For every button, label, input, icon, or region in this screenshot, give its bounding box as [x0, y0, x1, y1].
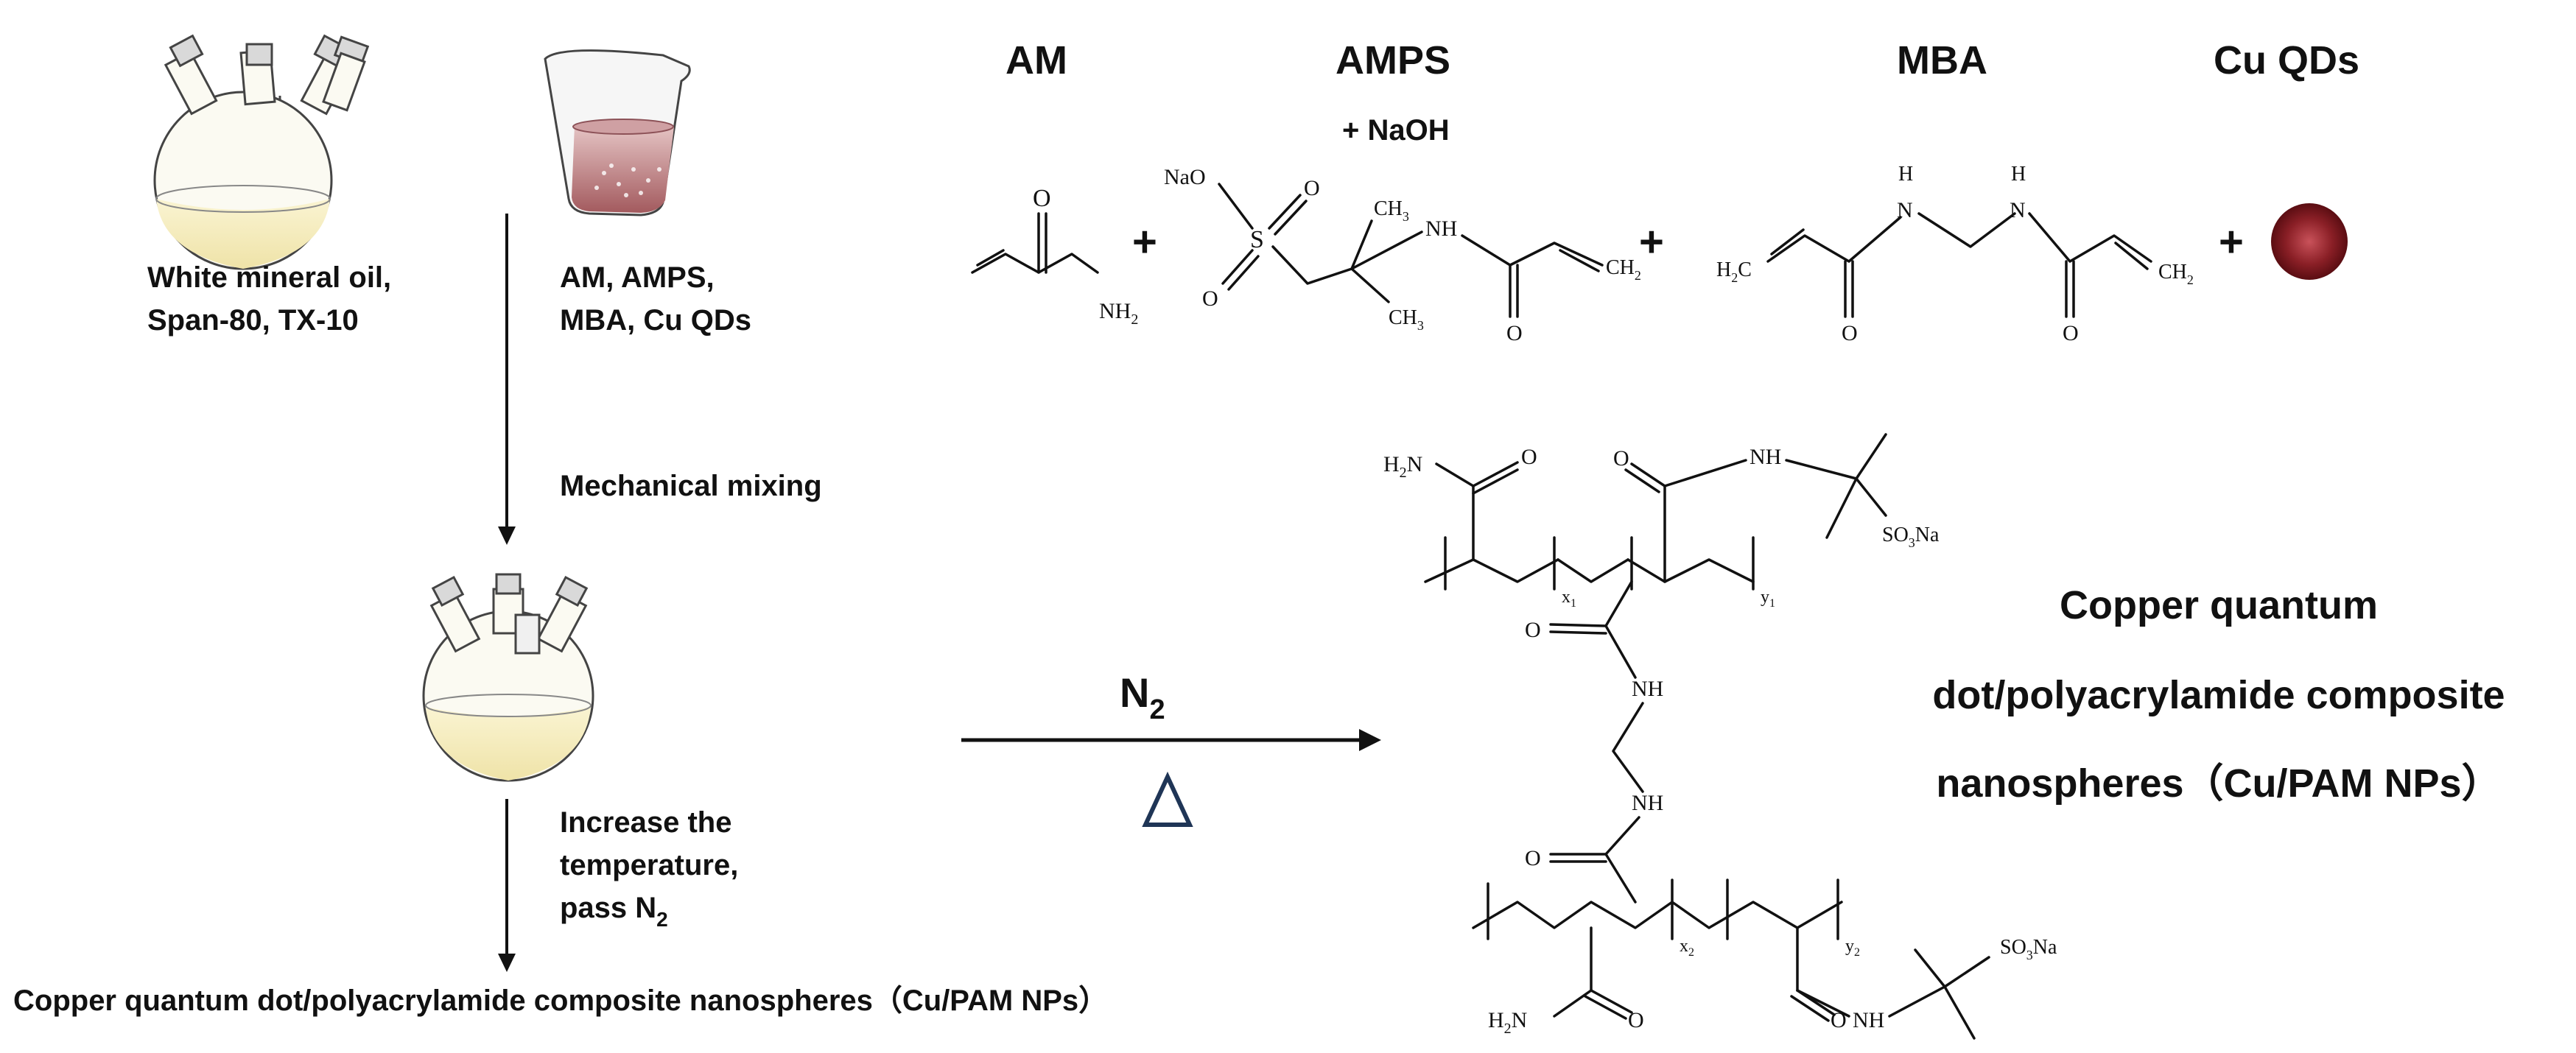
amps-ch3-b: CH3 [1389, 306, 1424, 333]
upper-amide-nh2: H2N [1383, 452, 1422, 481]
step-increase-temp-line2: temperature, [560, 849, 738, 881]
reaction-gas-label: N2 [1120, 669, 1165, 725]
amps-nh: NH [1425, 216, 1457, 241]
step-increase-temp-line3: pass N2 [560, 892, 668, 931]
am-structure: O NH2 [971, 185, 1138, 328]
am-amine: NH2 [1099, 299, 1138, 328]
reaction-arrow [961, 729, 1381, 751]
mba-h-a: H [1898, 163, 1913, 186]
upper-amide-o-b: O [1613, 446, 1629, 471]
flask-top-icon [153, 34, 370, 270]
amps-ch3-a: CH3 [1374, 197, 1409, 224]
upper-so3na: SO3Na [1882, 524, 1940, 550]
copper-quantum-dot-icon [2271, 203, 2348, 280]
mba-h2c: H2C [1716, 258, 1752, 285]
mba-oxygen-a: O [1842, 321, 1858, 345]
amps-nao: NaO [1164, 165, 1206, 189]
upper-sub-x1: x1 [1562, 588, 1576, 610]
link-oxygen-b: O [1525, 846, 1541, 870]
lower-amide-nh2: H2N [1488, 1008, 1527, 1037]
reagent-amps-note: + NaOH [1342, 114, 1450, 147]
product-title-line1: Copper quantum [2060, 583, 2378, 627]
reagent-am-label: AM [1006, 38, 1067, 82]
mba-n-b: N [2010, 198, 2026, 222]
amps-sulfur: S [1250, 226, 1264, 253]
reagent-cuqd-label: Cu QDs [2214, 38, 2359, 82]
flask-label-line1: White mineral oil, [147, 261, 391, 294]
lower-amide-nh: NH [1853, 1008, 1884, 1032]
beaker-icon [544, 49, 691, 216]
upper-amide-o-a: O [1521, 445, 1537, 469]
beaker-label-line1: AM, AMPS, [560, 261, 715, 294]
amps-oxygen-c: O [1506, 321, 1523, 345]
mba-structure: H2C O H N H N O CH2 [1716, 163, 2194, 345]
upper-amide-nh: NH [1749, 445, 1781, 469]
plus-sign-1: + [1132, 218, 1157, 266]
reagent-mba-label: MBA [1897, 38, 1987, 82]
amps-oxygen-a: O [1304, 176, 1320, 200]
link-nh-b: NH [1632, 791, 1663, 815]
upper-sub-y1: y1 [1761, 588, 1775, 610]
amps-structure: NaO S O O CH3 CH3 NH O CH2 [1164, 165, 1641, 345]
amps-ch2: CH2 [1606, 256, 1641, 283]
product-title-line2: dot/polyacrylamide composite [1932, 673, 2505, 717]
process-arrow-1 [498, 214, 516, 545]
flask-label-line2: Span-80, TX-10 [147, 304, 359, 337]
lower-so3na: SO3Na [2000, 936, 2057, 962]
lower-sub-x2: x2 [1680, 937, 1694, 959]
am-oxygen: O [1033, 185, 1051, 212]
step-increase-temp-line1: Increase the [560, 806, 731, 839]
lower-amide-o-a: O [1628, 1008, 1644, 1032]
lower-sub-y2: y2 [1845, 937, 1860, 959]
final-product-label: Copper quantum dot/polyacrylamide compos… [13, 985, 1108, 1017]
amps-oxygen-b: O [1202, 286, 1218, 311]
polymer-product-structure: H2N O x1 y1 O NH SO3Na O NH NH [1383, 433, 2057, 1040]
step-mechanical-mixing: Mechanical mixing [560, 470, 822, 502]
link-oxygen-a: O [1525, 618, 1541, 642]
plus-sign-3: + [2219, 218, 2244, 266]
mba-n-a: N [1897, 198, 1913, 222]
plus-sign-2: + [1639, 218, 1664, 266]
mba-oxygen-b: O [2063, 321, 2079, 345]
product-title-line3: nanospheres（Cu/PAM NPs） [1936, 761, 2501, 806]
mba-h-b: H [2011, 163, 2026, 186]
heat-symbol [1142, 771, 1193, 827]
mba-ch2: CH2 [2158, 261, 2194, 287]
flask-bottom-icon [422, 573, 594, 782]
beaker-label-line2: MBA, Cu QDs [560, 304, 751, 337]
process-arrow-2 [498, 799, 516, 972]
link-nh-a: NH [1632, 677, 1663, 701]
reagent-amps-label: AMPS [1336, 38, 1450, 82]
